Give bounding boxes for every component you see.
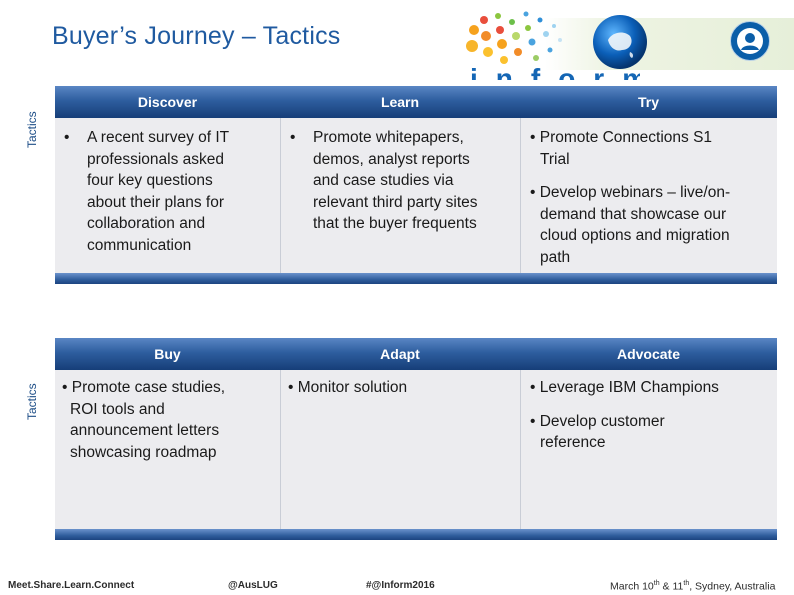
try-item-line: Trial: [540, 150, 570, 168]
try-item-line: path: [540, 248, 571, 266]
cell-adapt: • Monitor solution: [280, 370, 520, 529]
try-item: • Develop webinars – live/on- demand tha…: [530, 182, 777, 268]
panel-header: Discover Learn Try: [55, 86, 777, 118]
cell-try: • Promote Connections S1 Trial • Develop…: [520, 118, 777, 273]
bullet: •: [64, 129, 70, 146]
advocate-item-first: • Leverage IBM Champions: [530, 379, 719, 396]
header-buy: Buy: [154, 346, 181, 362]
advocate-item: • Develop customer reference: [530, 411, 777, 454]
advocate-item-first: • Develop customer: [530, 412, 665, 430]
footer-date-prefix: March 10: [610, 580, 654, 593]
bullet: •: [290, 129, 296, 146]
row-label-top: Tactics: [25, 111, 39, 149]
discover-line: communication: [87, 236, 192, 254]
try-item: • Promote Connections S1 Trial: [530, 127, 777, 170]
header-try: Try: [637, 94, 659, 110]
footer-handle: @AusLUG: [228, 580, 278, 591]
try-item-line: cloud options and migration: [540, 227, 730, 244]
discover-line: collaboration and: [87, 215, 206, 232]
header-discover: Discover: [137, 94, 198, 110]
advocate-item-line: reference: [540, 434, 606, 451]
try-item-first: • Promote Connections S1: [530, 129, 713, 146]
learn-line: Promote whitepapers,: [313, 129, 464, 146]
tactics-panel-top: Discover Learn Try • A recent survey of …: [55, 86, 777, 284]
tactics-panel-bottom: Buy Adapt Advocate • Promote case studie…: [55, 338, 777, 540]
learn-line: that the buyer frequents: [313, 215, 477, 232]
learn-line: demos, analyst reports: [313, 150, 470, 168]
footer-tagline: Meet.Share.Learn.Connect: [8, 580, 135, 591]
advocate-item: • Leverage IBM Champions: [530, 377, 777, 399]
buy-item-line: ROI tools and: [70, 400, 165, 418]
cell-discover: • A recent survey of IT professionals as…: [55, 118, 280, 273]
buy-item-line: showcasing roadmap: [70, 443, 217, 461]
cell-buy: • Promote case studies, ROI tools and an…: [55, 370, 280, 529]
footer-date-sup2: th: [683, 580, 690, 587]
panel-body: • A recent survey of IT professionals as…: [55, 118, 777, 273]
buy-item-line: announcement letters: [70, 422, 220, 439]
discover-line: professionals asked: [87, 150, 224, 168]
row-label-bottom: Tactics: [25, 383, 39, 421]
footer-date-suffix: , Sydney, Australia: [689, 580, 776, 593]
discover-line: four key questions: [87, 172, 213, 189]
cell-learn: • Promote whitepapers, demos, analyst re…: [280, 118, 520, 273]
buy-item-first: • Promote case studies,: [62, 379, 226, 396]
footer-date-mid: & 11: [659, 580, 684, 593]
try-item-line: demand that showcase our: [540, 205, 727, 223]
discover-line: A recent survey of IT: [87, 129, 230, 146]
slide-title: Buyer’s Journey – Tactics: [52, 22, 341, 50]
panel-body: • Promote case studies, ROI tools and an…: [55, 370, 777, 529]
footer-date-sup1: th: [653, 580, 660, 587]
try-item-first: • Develop webinars – live/on-: [530, 184, 731, 201]
panel-footer-bar: [55, 529, 777, 540]
dot-cluster-logo: [466, 11, 562, 64]
person-icon: [730, 21, 770, 61]
panel-footer-bar: [55, 273, 777, 284]
panel-header: Buy Adapt Advocate: [55, 338, 777, 370]
brand-wordmark: inform: [470, 63, 640, 80]
adapt-item-first: • Monitor solution: [288, 379, 408, 396]
header-learn: Learn: [380, 94, 420, 110]
cell-advocate: • Leverage IBM Champions • Develop custo…: [520, 370, 777, 529]
globe-icon: [593, 15, 647, 69]
footer-date: March 10th & 11th, Sydney, Australia: [610, 580, 775, 593]
learn-line: and case studies via: [313, 172, 454, 189]
footer-hashtag: #@Inform2016: [366, 580, 435, 591]
header-advocate: Advocate: [616, 346, 681, 362]
discover-line: about their plans for: [87, 193, 225, 211]
learn-line: relevant third party sites: [313, 193, 478, 211]
header-adapt: Adapt: [380, 346, 420, 362]
